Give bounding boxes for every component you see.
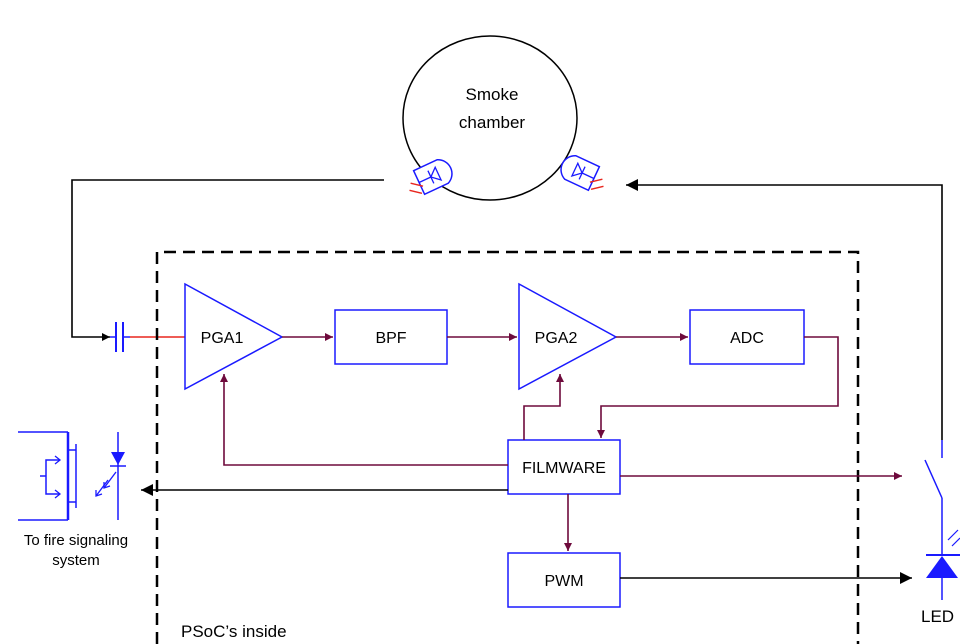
led-label: LED [921, 607, 954, 626]
chamber-label-chamber: chamber [459, 113, 525, 132]
coupling-capacitor-icon [110, 322, 130, 352]
psoc-boundary [155, 250, 860, 644]
led-switch-icon [924, 440, 943, 555]
firmware-label: FILMWARE [522, 460, 606, 477]
led-diode-icon [926, 529, 960, 600]
pwm-label: PWM [544, 573, 583, 590]
pga2-block: PGA2 [518, 282, 618, 391]
pwm-block: PWM [507, 552, 621, 608]
bpf-block: BPF [334, 309, 448, 365]
fire-label-line2: system [52, 552, 100, 569]
pga1-label: PGA1 [201, 330, 244, 347]
adc-label: ADC [730, 330, 764, 347]
receiver-wire [71, 179, 384, 341]
smoke-chamber: Smoke chamber [402, 35, 578, 201]
emitter-drive-wire [626, 179, 943, 440]
bpf-label: BPF [375, 330, 406, 347]
firmware-to-pga1-gain-wire [220, 374, 508, 466]
firmware-block: FILMWARE [507, 439, 621, 495]
pga1-block: PGA1 [184, 282, 284, 391]
psoc-label: PSoC’s inside [181, 622, 287, 641]
adc-to-firmware-wire [597, 336, 839, 438]
firmware-to-pga2-gain-wire [523, 374, 564, 440]
pga2-label: PGA2 [535, 330, 578, 347]
photodiode-receiver-icon [409, 158, 453, 196]
adc-block: ADC [689, 309, 805, 365]
fire-label-line1: To fire signaling [24, 532, 128, 549]
ir-emitter-icon [560, 154, 604, 192]
chamber-label-smoke: Smoke [466, 85, 519, 104]
optocoupler-icon [18, 431, 126, 521]
